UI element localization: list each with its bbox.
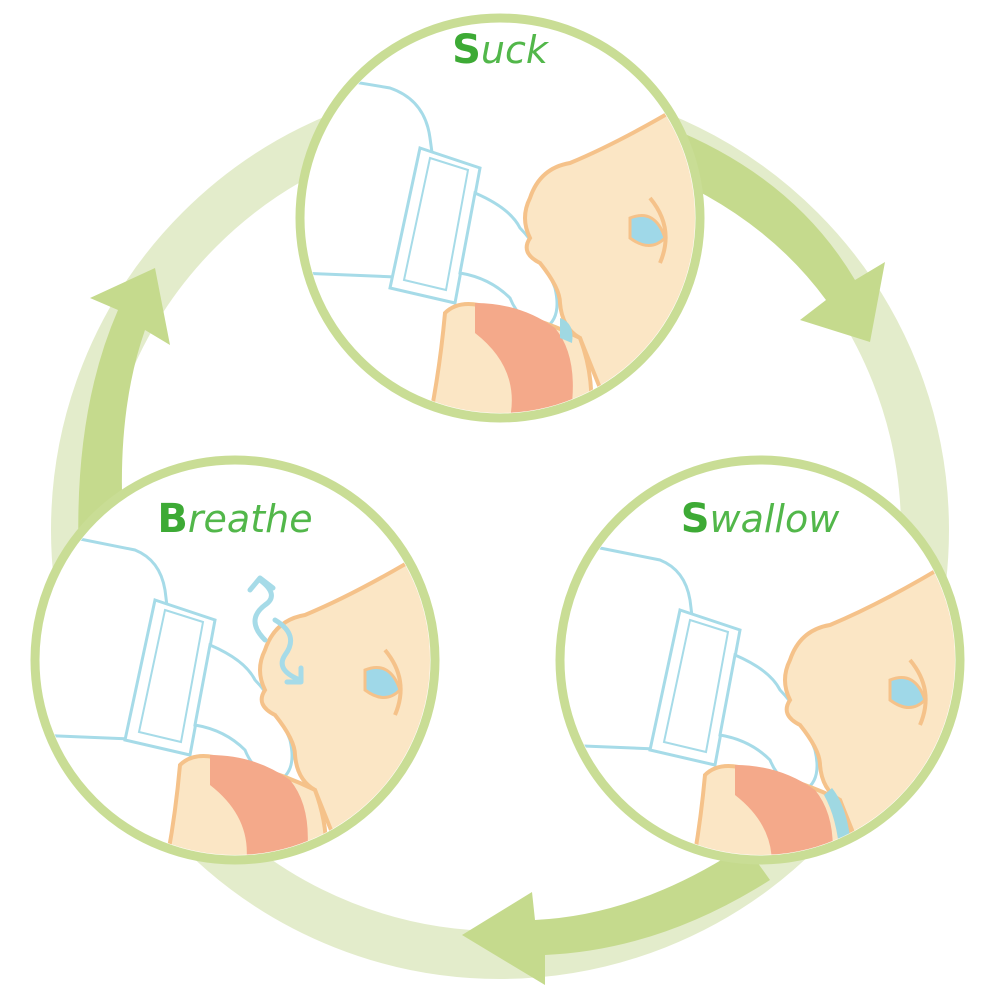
baby-breathing-illustration: [40, 528, 430, 855]
label-swallow-rest: wallow: [710, 497, 841, 541]
label-breathe: Breathe: [157, 496, 312, 542]
label-swallow-first-letter: S: [681, 496, 710, 542]
label-breathe-rest: reathe: [188, 497, 313, 541]
label-suck: Suck: [452, 27, 550, 73]
breath-arrows-icon: [247, 575, 304, 685]
arrow-swallow-to-breathe: [462, 845, 770, 985]
step-swallow: Swallow: [555, 455, 965, 865]
step-breathe: Breathe: [30, 455, 440, 865]
label-swallow: Swallow: [681, 496, 841, 542]
arrow-suck-to-swallow: [640, 120, 885, 342]
arrow-breathe-to-suck: [78, 268, 170, 580]
label-breathe-first-letter: B: [157, 496, 188, 542]
step-suck: Suck: [295, 13, 705, 423]
label-suck-first-letter: S: [452, 27, 481, 73]
label-suck-rest: uck: [481, 28, 550, 72]
